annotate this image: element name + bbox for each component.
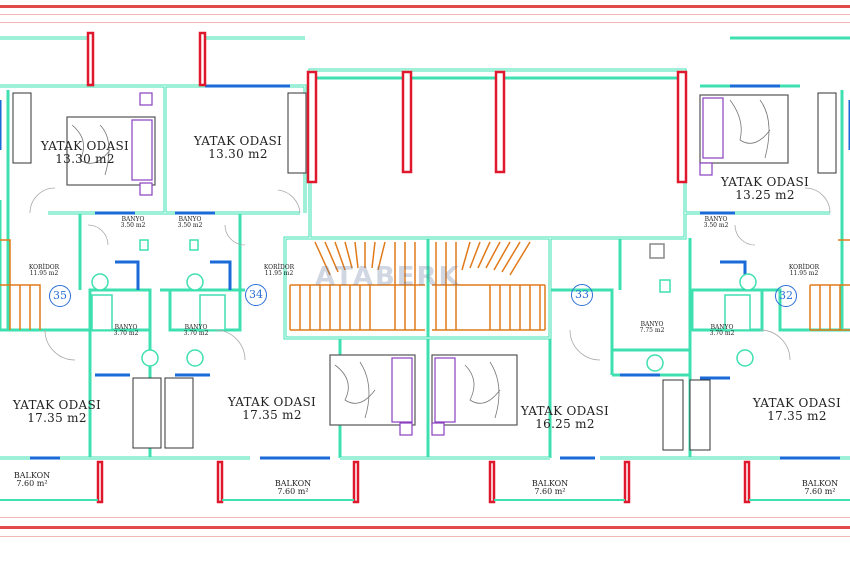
- room-area: 13.30 m2: [55, 151, 115, 166]
- room-name: YATAK ODASI: [752, 396, 842, 410]
- wardrobes: [12, 92, 837, 451]
- windows: [0, 84, 850, 460]
- columns: [86, 31, 751, 504]
- room-area: 3.70 m2: [709, 330, 735, 338]
- room-area: 16.25 m2: [535, 416, 595, 431]
- room-name: BANYO: [178, 216, 202, 223]
- room-name: BANYO: [704, 216, 728, 223]
- nightstands: [139, 92, 713, 436]
- room-area: 13.30 m2: [208, 146, 268, 161]
- room-name: BANYO: [121, 216, 145, 223]
- room-name: BANYO: [114, 324, 138, 331]
- room-name: BANYO: [710, 324, 734, 331]
- room-name: KORİDOR: [788, 264, 820, 271]
- roof-edge-bottom: [0, 517, 850, 537]
- bed-wrinkles: [71, 99, 771, 419]
- room-name: YATAK ODASI: [520, 404, 610, 418]
- watermark: ATABERK: [315, 262, 461, 292]
- room-name: BANYO: [640, 321, 664, 328]
- room-area: 11.95 m2: [789, 270, 819, 278]
- room-name: KORİDOR: [28, 264, 60, 271]
- room-area: 17.35 m2: [27, 410, 87, 425]
- room-area: 7.60 m²: [277, 487, 309, 497]
- room-area: 3.70 m2: [183, 330, 209, 338]
- room-area: 3.70 m2: [113, 330, 139, 338]
- room-area: 11.95 m2: [29, 270, 59, 278]
- staircase-left: [289, 241, 425, 331]
- unit-number-32: 32: [775, 285, 797, 307]
- room-name: KORİDOR: [263, 264, 295, 271]
- room-area: 3.50 m2: [703, 222, 729, 230]
- room-name: BANYO: [184, 324, 208, 331]
- door-swings: [29, 187, 831, 361]
- room-name: BALKON: [531, 479, 569, 488]
- room-area: 11.95 m2: [264, 270, 294, 278]
- room-area: 17.35 m2: [242, 407, 302, 422]
- room-area: 7.60 m²: [534, 487, 566, 497]
- room-area: 17.35 m2: [767, 408, 827, 423]
- unit-number-34: 34: [245, 284, 267, 306]
- room-name: BALKON: [13, 471, 51, 480]
- room-name: YATAK ODASI: [40, 139, 130, 153]
- room-name: BALKON: [274, 479, 312, 488]
- roof-edge-top: [0, 5, 850, 23]
- room-area: 7.60 m²: [804, 487, 836, 497]
- staircase-edge-left: [0, 239, 850, 331]
- room-name: YATAK ODASI: [720, 175, 810, 189]
- unit-number-35: 35: [49, 285, 71, 307]
- unit-number-33: 33: [571, 284, 593, 306]
- staircase-right: [432, 241, 546, 331]
- room-area: 7.60 m²: [16, 479, 48, 489]
- room-area: 13.25 m2: [735, 187, 795, 202]
- room-name: YATAK ODASI: [12, 398, 102, 412]
- room-name: BALKON: [801, 479, 839, 488]
- room-area: 3.50 m2: [120, 222, 146, 230]
- room-name: YATAK ODASI: [193, 134, 283, 148]
- room-name: YATAK ODASI: [227, 395, 317, 409]
- room-area: 7.75 m2: [639, 327, 665, 335]
- beds: [66, 94, 789, 426]
- bath-fixtures: [91, 239, 757, 372]
- room-area: 3.50 m2: [177, 222, 203, 230]
